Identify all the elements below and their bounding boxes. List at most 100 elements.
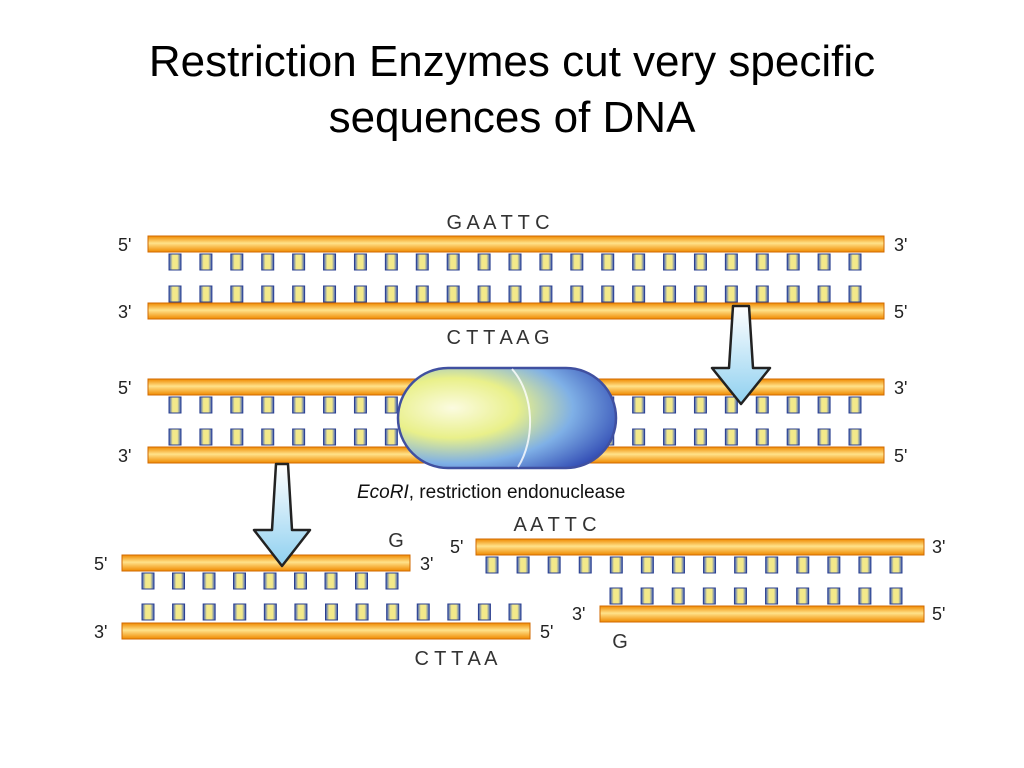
base-pair-bottom <box>168 285 182 303</box>
base-pair-top <box>323 396 337 414</box>
strand-end-label: 5' <box>118 235 131 255</box>
bottom-recognition-sequence: C T T A A G <box>446 327 549 349</box>
cut-arrow-left <box>252 462 312 568</box>
base-pair-top <box>141 572 155 590</box>
base-pair-top <box>172 572 185 590</box>
base-pair-bottom <box>233 603 247 621</box>
base-pair-bottom <box>261 428 275 446</box>
base-pair-bottom <box>353 428 367 446</box>
base-pair-bottom <box>508 603 522 621</box>
base-pair-bottom <box>609 587 623 605</box>
base-pair-top <box>202 572 216 590</box>
base-pair-bottom <box>570 285 584 303</box>
base-pair-bottom <box>263 603 277 621</box>
base-pair-top <box>663 396 677 414</box>
base-pair-bottom <box>446 285 460 303</box>
base-pair-bottom <box>447 603 461 621</box>
base-pair-top <box>765 556 779 574</box>
base-pair-bottom <box>724 428 738 446</box>
base-pair-bottom <box>702 587 716 605</box>
base-pair-top <box>693 253 707 271</box>
base-pair-top <box>640 556 654 574</box>
right-fragment-top-end: A A T T C <box>513 514 596 536</box>
base-pair-bottom <box>601 285 615 303</box>
base-pair-top <box>671 556 685 574</box>
strand-end-label: 3' <box>94 622 107 642</box>
cut-arrow-right <box>710 304 772 406</box>
base-pair-top <box>796 556 810 574</box>
base-pair-bottom <box>817 285 831 303</box>
strand-end-label: 3' <box>932 537 945 557</box>
base-pair-top <box>817 396 831 414</box>
base-pair-top <box>353 253 367 271</box>
base-pair-bottom <box>827 587 841 605</box>
base-pair-bottom <box>477 603 491 621</box>
base-pair-top <box>233 572 246 590</box>
base-pair-bottom <box>858 587 872 605</box>
base-pair-top <box>724 253 738 271</box>
base-pair-top <box>609 556 623 574</box>
base-pair-bottom <box>539 285 553 303</box>
base-pair-top <box>485 556 499 574</box>
base-pair-bottom <box>355 603 369 621</box>
base-pair-top <box>663 253 677 271</box>
base-pair-bottom <box>671 587 685 605</box>
base-pair-top <box>848 253 862 271</box>
base-pair-top <box>385 572 399 590</box>
base-pair-bottom <box>693 428 707 446</box>
base-pair-bottom <box>786 428 800 446</box>
right-fragment-bottom-end: G <box>612 631 628 653</box>
base-pair-top <box>294 572 307 590</box>
base-pair-top <box>693 396 707 414</box>
base-pair-top <box>539 253 553 271</box>
base-pair-bottom <box>632 428 646 446</box>
strand-end-label: 5' <box>894 302 907 322</box>
base-pair-top <box>168 253 182 271</box>
base-pair-top <box>516 556 530 574</box>
base-pair-top <box>292 253 306 271</box>
base-pair-bottom <box>141 603 155 621</box>
base-pair-bottom <box>663 428 677 446</box>
base-pair-bottom <box>765 587 779 605</box>
strand-end-label: 5' <box>94 554 107 574</box>
base-pair-top <box>230 396 244 414</box>
strand-end-label: 3' <box>894 378 907 398</box>
base-pair-bottom <box>755 285 769 303</box>
strand-1-bottom <box>147 302 885 320</box>
strand-end-label: 5' <box>894 446 907 466</box>
base-pair-top <box>547 556 561 574</box>
base-pair-bottom <box>724 285 738 303</box>
base-pair-top <box>734 556 748 574</box>
base-pair-bottom <box>292 285 306 303</box>
base-pair-bottom <box>640 587 654 605</box>
base-pair-bottom <box>693 285 707 303</box>
base-pair-top <box>755 253 769 271</box>
base-pair-top <box>786 253 800 271</box>
base-pair-top <box>848 396 862 414</box>
base-pair-top <box>261 253 275 271</box>
base-pair-top <box>508 253 522 271</box>
base-pair-top <box>292 396 306 414</box>
enzyme-caption: EcoRI, restriction endonuclease <box>357 482 625 503</box>
base-pair-top <box>724 396 738 414</box>
base-pair-bottom <box>889 587 903 605</box>
base-pair-top <box>477 253 491 271</box>
base-pair-top <box>263 572 277 590</box>
base-pair-bottom <box>848 285 862 303</box>
strand-end-label: 5' <box>118 378 131 398</box>
base-pair-top <box>786 396 800 414</box>
base-pair-bottom <box>415 285 429 303</box>
base-pair-bottom <box>384 285 398 303</box>
base-pair-top <box>578 556 592 574</box>
base-pair-bottom <box>294 603 308 621</box>
fragment-right-top <box>475 538 925 556</box>
fragment-right-bottom <box>599 605 925 623</box>
base-pair-bottom <box>323 428 337 446</box>
base-pair-bottom <box>632 285 646 303</box>
dna-strands <box>121 235 925 640</box>
base-pair-bottom <box>353 285 367 303</box>
base-pair-top <box>168 396 182 414</box>
base-pair-top <box>324 572 338 590</box>
base-pair-top <box>323 253 337 271</box>
base-pair-bottom <box>848 428 862 446</box>
